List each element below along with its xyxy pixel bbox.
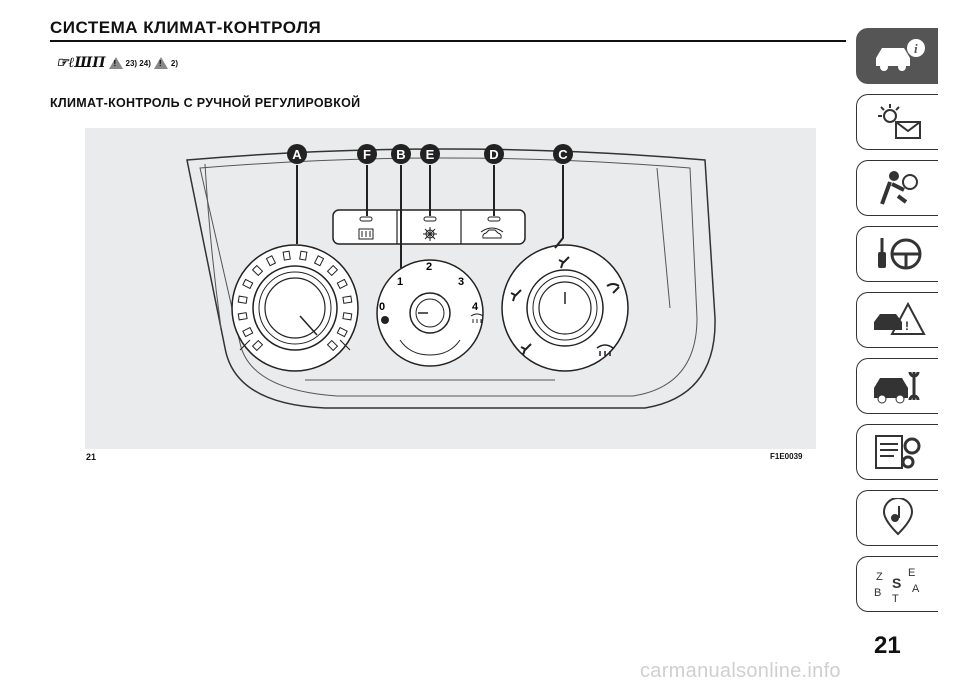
car-wrench-icon (873, 371, 919, 404)
svg-text:C: C (558, 147, 568, 162)
callout-b: B (391, 144, 411, 164)
callout-e: E (420, 144, 440, 164)
svg-text:!: ! (905, 319, 909, 333)
temperature-scale-mark (237, 312, 248, 321)
svg-text:B: B (874, 587, 881, 599)
temperature-scale-mark (299, 250, 308, 261)
fan-speed-0: 0 (379, 301, 385, 313)
bezel-inner-outline (199, 157, 698, 397)
ac-snowflake-icon (423, 227, 437, 241)
car-info-icon: i (875, 39, 925, 71)
led-f (359, 216, 373, 222)
tab-car-wrench[interactable] (856, 358, 938, 414)
callout-a: A (287, 144, 307, 164)
section-heading: КЛИМАТ-КОНТРОЛЬ С РУЧНОЙ РЕГУЛИРОВКОЙ (50, 96, 361, 110)
max-defrost-small-icon (470, 313, 484, 323)
watermark: carmanualsonline.info (640, 660, 841, 682)
callout-f: F (357, 144, 377, 164)
svg-text:B: B (396, 147, 405, 162)
fan-speed-1: 1 (397, 276, 403, 288)
temperature-scale-marks (237, 250, 353, 352)
tab-car-info[interactable]: i (856, 28, 938, 84)
temperature-scale-mark (237, 295, 248, 304)
temperature-scale-mark (251, 264, 264, 277)
svg-text:A: A (292, 147, 302, 162)
svg-text:A: A (912, 583, 920, 595)
svg-text:S: S (892, 575, 901, 591)
fan-speed-4: 4 (472, 301, 479, 313)
callout-c: C (553, 144, 573, 164)
windscreen-defrost-icon (596, 344, 614, 356)
tab-seat-airbag[interactable] (856, 160, 938, 216)
svg-text:i: i (914, 41, 918, 56)
fan-speed-2: 2 (426, 261, 432, 273)
callout-d: D (484, 144, 504, 164)
svg-text:E: E (426, 147, 435, 162)
temperature-scale-mark (282, 250, 291, 261)
climate-control-figure: 1 2 3 0 4 A F B (85, 128, 816, 449)
warning-refs: 23) 24) (125, 58, 151, 68)
temperature-scale-mark (326, 339, 339, 352)
temperature-scale-mark (342, 312, 353, 321)
climate-panel-illustration: 1 2 3 0 4 A F B (186, 144, 716, 409)
location-music-icon (882, 498, 913, 536)
tab-lights-messages[interactable] (856, 94, 938, 150)
vent-face-feet-icon (510, 289, 522, 302)
caution-refs: 2) (170, 58, 178, 68)
manual-book-icon: ☞ℓШΠ (56, 54, 106, 71)
seat-airbag-icon (879, 171, 918, 205)
air-distribution-knob (501, 244, 629, 372)
lights-message-icon (877, 104, 921, 139)
tab-car-warning[interactable]: ! (856, 292, 938, 348)
car-warning-icon: ! (873, 301, 926, 335)
reference-notes: ☞ℓШΠ ! 23) 24) ! 2) (56, 53, 178, 73)
page-title: СИСТЕМА КЛИМАТ-КОНТРОЛЯ (50, 18, 322, 37)
figure-code: F1E0039 (770, 452, 803, 461)
temperature-scale-mark (251, 339, 264, 352)
rear-defrost-icon (358, 228, 374, 240)
vent-feet-windscreen-icon (606, 283, 620, 294)
vent-feet-icon (520, 343, 532, 356)
svg-text:F: F (363, 147, 371, 162)
temperature-scale-mark (336, 278, 348, 290)
temperature-scale-mark (313, 255, 325, 267)
fan-blade-icon (381, 316, 389, 324)
alphabet-index-icon: Z E S A B T (874, 567, 920, 604)
tab-location-music[interactable] (856, 490, 938, 546)
temperature-scale-mark (265, 255, 277, 267)
title-rule (50, 40, 846, 42)
fan-speed-knob (376, 259, 484, 367)
temperature-scale-mark (242, 278, 254, 290)
vent-face-icon (558, 256, 570, 269)
temperature-scale-mark (336, 326, 348, 338)
recirculation-car-icon (480, 227, 504, 239)
tab-document-gear[interactable] (856, 424, 938, 480)
svg-text:E: E (908, 567, 915, 579)
temperature-scale-mark (326, 264, 339, 277)
tab-alphabet-index[interactable]: Z E S A B T (856, 556, 938, 612)
page-number: 21 (874, 632, 901, 659)
key-steering-icon (877, 238, 921, 270)
fan-speed-3: 3 (458, 276, 464, 288)
led-d (487, 216, 501, 222)
temperature-scale-mark (342, 295, 353, 304)
temperature-knob (231, 244, 359, 372)
temperature-scale-mark (242, 326, 254, 338)
led-e (423, 216, 437, 222)
svg-text:T: T (892, 593, 899, 604)
document-gear-icon (874, 435, 920, 469)
tab-key-steering[interactable] (856, 226, 938, 282)
figure-number: 21 (86, 452, 97, 462)
svg-text:Z: Z (876, 571, 883, 583)
svg-text:D: D (489, 147, 498, 162)
warning-triangle-icon: ! (108, 57, 123, 69)
caution-triangle-icon: ! (153, 57, 168, 69)
